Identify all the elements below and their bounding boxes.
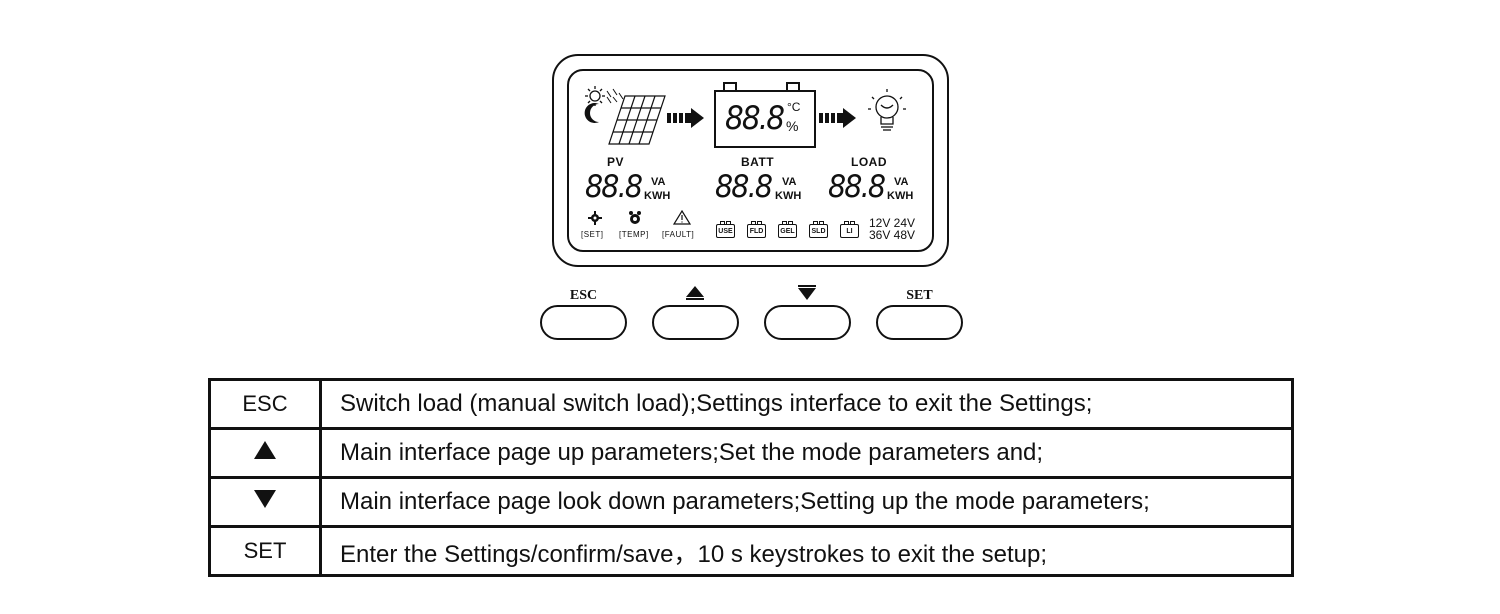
lcd-icon-row (584, 82, 906, 148)
pv-unit-va: VA (651, 176, 666, 188)
warning-icon (672, 210, 692, 225)
alarm-clock-icon (629, 211, 641, 224)
down-button[interactable] (764, 305, 851, 340)
table-row: Main interface page up parameters;Set th… (208, 427, 1294, 479)
description-cell: Enter the Settings/confirm/save，10 s key… (319, 525, 1294, 577)
flow-arrow-icon (667, 108, 704, 128)
description-cell: Switch load (manual switch load);Setting… (319, 378, 1294, 430)
key-cell (208, 476, 322, 528)
description-cell: Main interface page up parameters;Set th… (319, 427, 1294, 479)
load-label: LOAD (851, 155, 887, 169)
gear-icon (588, 211, 602, 225)
up-triangle-icon (254, 441, 276, 459)
load-unit-va: VA (894, 176, 909, 188)
table-row: ESC Switch load (manual switch load);Set… (208, 378, 1294, 430)
controller-device (552, 54, 949, 267)
voltage-row-2: 36V 48V (869, 228, 916, 242)
batt-unit-va: VA (782, 176, 797, 188)
description-cell: Main interface page look down parameters… (319, 476, 1294, 528)
voltage-row-1: 12V 24V (869, 216, 916, 230)
key-cell (208, 427, 322, 479)
table-row: SET Enter the Settings/confirm/save，10 s… (208, 525, 1294, 577)
battery-icon (714, 82, 816, 148)
esc-button[interactable] (540, 305, 627, 340)
pv-readout: 88.8 (585, 169, 643, 205)
lcd-screen (567, 69, 934, 252)
battery-readout: 88.8 (725, 99, 785, 137)
batt-label: BATT (741, 155, 775, 169)
battery-type-li: LI (840, 221, 859, 238)
batt-readout: 88.8 (715, 169, 773, 205)
solar-panel-icon (608, 95, 666, 145)
pv-unit-kwh: KWH (644, 190, 671, 202)
esc-button-label: ESC (569, 288, 598, 303)
key-cell: SET (208, 525, 322, 577)
battery-type-sld: SLD (809, 221, 828, 238)
sunlight-arrows-icon (606, 88, 624, 104)
battery-unit-celsius: °C (787, 100, 801, 114)
indicator-icons (588, 210, 692, 225)
battery-unit-percent: % (786, 118, 799, 134)
battery-type-gel: GEL (778, 221, 797, 238)
up-button[interactable] (652, 305, 739, 340)
light-bulb-icon (868, 89, 906, 131)
set-indicator-label: [SET] (581, 230, 604, 239)
down-triangle-icon (798, 285, 816, 300)
key-cell: ESC (208, 378, 322, 430)
table-row: Main interface page look down parameters… (208, 476, 1294, 528)
load-unit-kwh: KWH (887, 190, 914, 202)
set-button-label: SET (906, 288, 933, 303)
set-button[interactable] (876, 305, 963, 340)
fault-indicator-label: [FAULT] (662, 230, 695, 239)
up-triangle-icon (686, 286, 704, 300)
down-triangle-icon (254, 490, 276, 508)
load-readout: 88.8 (828, 169, 886, 205)
batt-unit-kwh: KWH (775, 190, 802, 202)
key-function-table: ESC Switch load (manual switch load);Set… (208, 378, 1294, 577)
sun-icon (585, 86, 605, 106)
battery-type-fld: FLD (747, 221, 766, 238)
temp-indicator-label: [TEMP] (619, 230, 649, 239)
battery-type-use: USE (716, 221, 735, 238)
flow-arrow-icon (819, 108, 856, 128)
moon-icon (584, 103, 599, 123)
pv-label: PV (607, 155, 625, 169)
